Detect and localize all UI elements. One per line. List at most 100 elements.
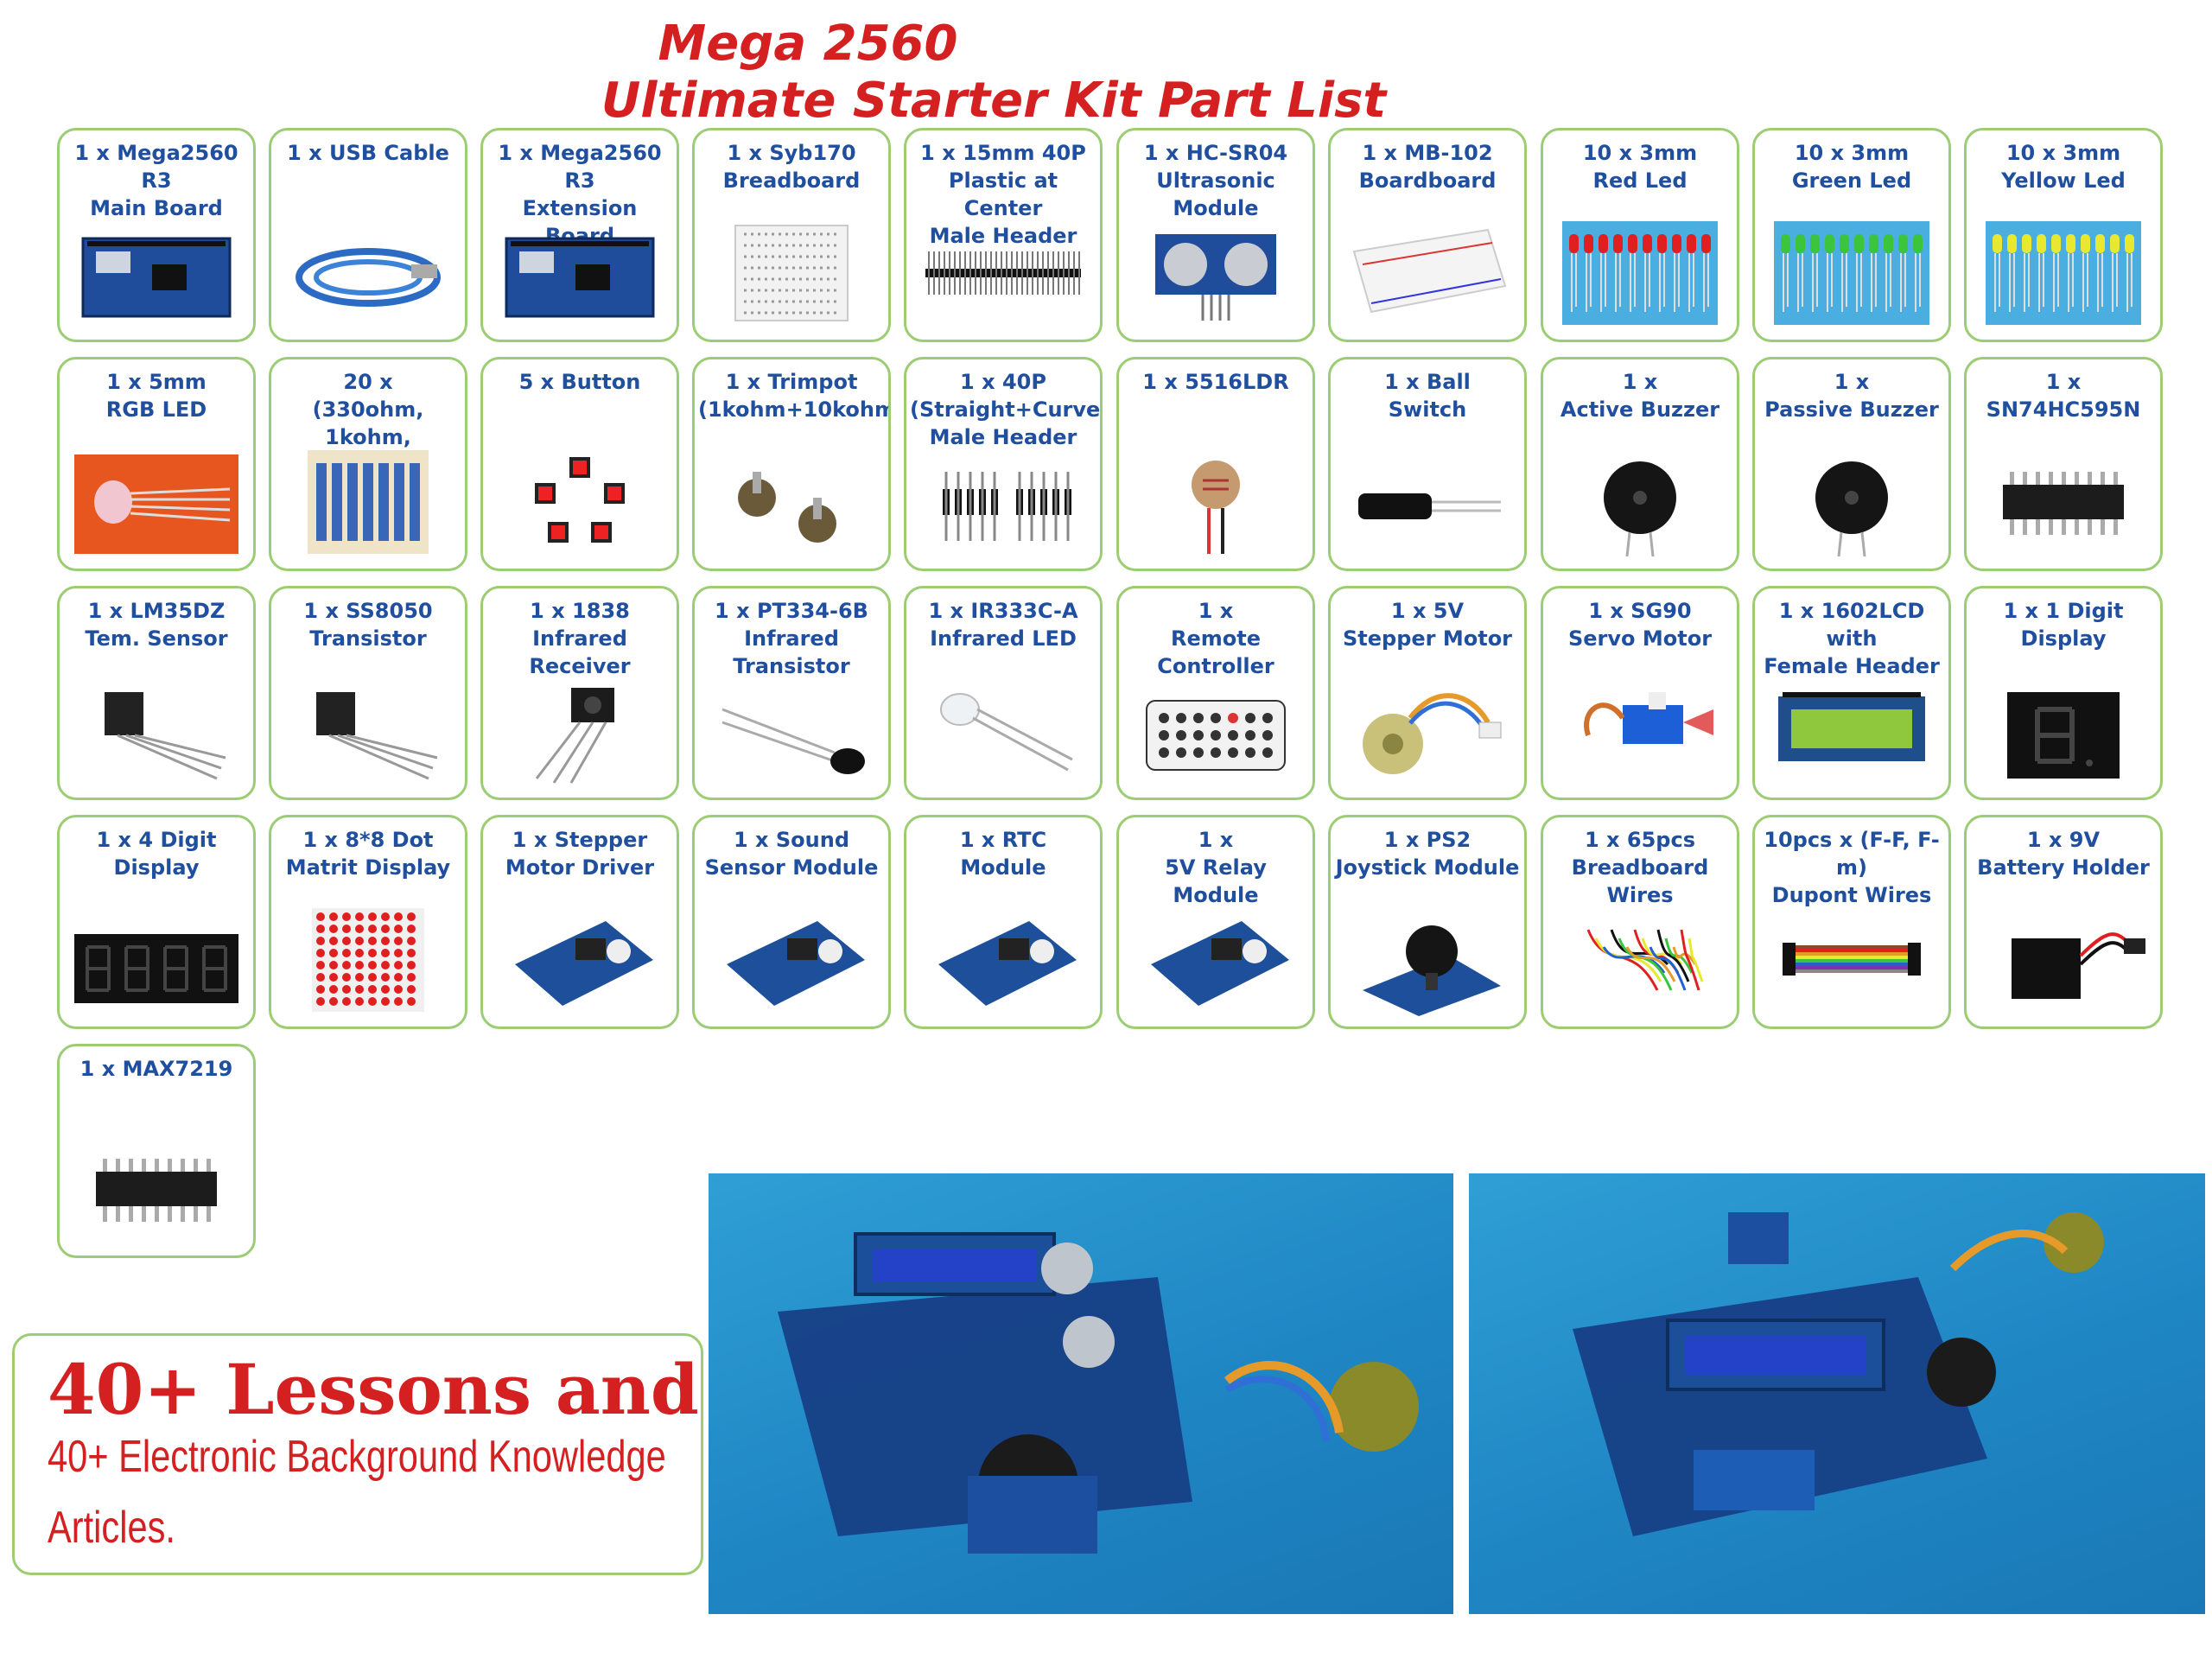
part-card: 1 x Syb170 Breadboard (692, 128, 891, 342)
part-card: 1 x Mega2560 R3 Main Board (57, 128, 256, 342)
red-leds-icon (1552, 217, 1728, 329)
part-card: 1 x RTC Module (904, 815, 1103, 1029)
lessons-line-1: 40+ Lessons and (48, 1349, 699, 1430)
part-label: 1 x USB Cable (287, 141, 449, 165)
part-label: 1 x Ball Switch (1384, 370, 1471, 422)
buzzer-icon (1552, 446, 1728, 558)
part-card: 1 x Passive Buzzer (1752, 357, 1951, 571)
ball-switch-icon (1339, 446, 1516, 558)
part-label: 1 x 5V Relay Module (1165, 828, 1267, 907)
part-card: 1 x Remote Controller (1116, 586, 1315, 800)
part-label: 1 x 15mm 40P Plastic at Center Male Head… (920, 141, 1086, 248)
module-icon (915, 904, 1091, 1016)
part-card: 1 x 65pcs Breadboard Wires (1541, 815, 1739, 1029)
four-digit-display-icon (68, 904, 245, 1016)
trimpot-icon (703, 446, 880, 558)
part-card: 1 x SN74HC595N (1964, 357, 2163, 571)
part-label: 1 x Trimpot (1kohm+10kohm) (698, 370, 891, 422)
part-label: 1 x 1 Digit Display (2003, 599, 2124, 651)
part-card: 1 x 8*8 Dot Matrit Display (269, 815, 467, 1029)
resistor-icon (280, 446, 456, 558)
part-card: 1 x USB Cable (269, 128, 467, 342)
ultrasonic-icon (1128, 217, 1304, 329)
part-label: 1 x 1838 Infrared Receiver (529, 599, 631, 678)
part-label: 1 x Syb170 Breadboard (722, 141, 861, 193)
board-icon (492, 217, 668, 329)
board-icon (68, 217, 245, 329)
part-card: 10pcs x (F-F, F-m) Dupont Wires (1752, 815, 1951, 1029)
part-label: 1 x 9V Battery Holder (1977, 828, 2150, 880)
part-card: 1 x Trimpot (1kohm+10kohm) (692, 357, 891, 571)
part-card: 1 x Active Buzzer (1541, 357, 1739, 571)
part-card: 1 x 5516LDR (1116, 357, 1315, 571)
module-icon (1128, 904, 1304, 1016)
part-card: 1 x 40P (Straight+Curved) Male Header (904, 357, 1103, 571)
part-card: 1 x 1602LCD with Female Header (1752, 586, 1951, 800)
ldr-icon (1128, 446, 1304, 558)
part-label: 1 x MB-102 Boardboard (1358, 141, 1497, 193)
part-label: 1 x IR333C-A Infrared LED (928, 599, 1078, 651)
button-icon (492, 446, 668, 558)
lessons-line-3: Articles. (48, 1503, 175, 1553)
green-leds-icon (1764, 217, 1940, 329)
part-label: 1 x 8*8 Dot Matrit Display (285, 828, 451, 880)
part-card: 1 x 4 Digit Display (57, 815, 256, 1029)
part-card: 1 x 9V Battery Holder (1964, 815, 2163, 1029)
transistor-icon (280, 675, 456, 787)
rgb-led-icon (68, 446, 245, 558)
part-card: 1 x 1838 Infrared Receiver (480, 586, 679, 800)
module-icon (492, 904, 668, 1016)
part-label: 1 x SN74HC595N (1986, 370, 2141, 422)
lessons-box: 40+ Lessons and 40+ Electronic Backgroun… (12, 1333, 703, 1575)
header-strip-icon (915, 217, 1091, 329)
pin-header-icon (915, 446, 1091, 558)
part-card: 1 x PS2 Joystick Module (1328, 815, 1527, 1029)
assembled-kit-photo-2 (1469, 1173, 2205, 1614)
part-label: 1 x PS2 Joystick Module (1335, 828, 1520, 880)
breadboard-long-icon (1339, 217, 1516, 329)
part-label: 1 x Stepper Motor Driver (505, 828, 655, 880)
part-label: 1 x SS8050 Transistor (303, 599, 433, 651)
part-card: 1 x HC-SR04 Ultrasonic Module (1116, 128, 1315, 342)
buzzer-icon (1764, 446, 1940, 558)
part-label: 5 x Button (518, 370, 641, 394)
parts-grid: 1 x Mega2560 R3 Main Board 1 x USB Cable 1… (57, 128, 2165, 1268)
assembled-kit-photo-1 (709, 1173, 1453, 1614)
kit-photo-icon (778, 1232, 1419, 1554)
joystick-icon (1339, 904, 1516, 1016)
lcd-icon (1764, 675, 1940, 787)
part-label: 1 x Active Buzzer (1560, 370, 1720, 422)
part-label: 1 x Mega2560 R3 Extension Board (498, 141, 662, 248)
dupont-wires-icon (1764, 904, 1940, 1016)
part-label: 1 x 4 Digit Display (96, 828, 217, 880)
part-label: 1 x Sound Sensor Module (704, 828, 879, 880)
part-card: 10 x 3mm Yellow Led (1964, 128, 2163, 342)
part-label: 10 x 3mm Red Led (1582, 141, 1698, 193)
part-card: 1 x Ball Switch (1328, 357, 1527, 571)
part-card: 1 x MB-102 Boardboard (1328, 128, 1527, 342)
stepper-motor-icon (1339, 675, 1516, 787)
usb-cable-icon (280, 217, 456, 329)
wires-icon (1552, 904, 1728, 1016)
part-label: 1 x RTC Module (959, 828, 1047, 880)
remote-icon (1128, 675, 1304, 787)
part-label: 1 x PT334-6B Infrared Transistor (715, 599, 868, 678)
part-card: 1 x 1 Digit Display (1964, 586, 2163, 800)
title-line-1: Mega 2560 (658, 16, 958, 72)
part-label: 1 x MAX7219 (79, 1057, 233, 1081)
part-card: 1 x Mega2560 R3 Extension Board (480, 128, 679, 342)
yellow-leds-icon (1975, 217, 2152, 329)
battery-holder-icon (1975, 904, 2152, 1016)
part-card: 1 x 5V Stepper Motor (1328, 586, 1527, 800)
part-label: 1 x SG90 Servo Motor (1567, 599, 1713, 651)
part-card: 1 x Sound Sensor Module (692, 815, 891, 1029)
ir-receiver-icon (492, 675, 668, 787)
part-card: 1 x Stepper Motor Driver (480, 815, 679, 1029)
part-label: 10pcs x (F-F, F-m) Dupont Wires (1764, 828, 1940, 907)
part-card: 1 x SS8050 Transistor (269, 586, 467, 800)
part-card: 5 x Button (480, 357, 679, 571)
part-card: 1 x 5V Relay Module (1116, 815, 1315, 1029)
part-label: 1 x 65pcs Breadboard Wires (1571, 828, 1709, 907)
part-card: 1 x SG90 Servo Motor (1541, 586, 1739, 800)
lessons-line-2: 40+ Electronic Background Knowledge (48, 1432, 666, 1482)
